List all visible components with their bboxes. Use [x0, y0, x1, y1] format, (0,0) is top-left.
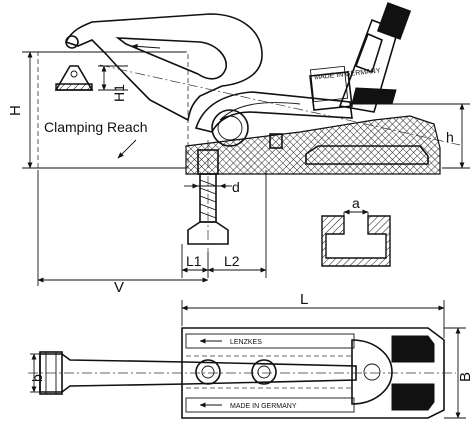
dim-L2: L2	[224, 253, 240, 269]
arm-tip-detail	[54, 65, 94, 91]
dim-H1: H1	[111, 84, 127, 102]
t-bolt	[187, 140, 229, 252]
clamping-reach-envelope	[37, 51, 189, 169]
top-plate-origin: MADE IN GERMANY	[230, 403, 297, 410]
arm-direction-arrow	[131, 43, 161, 49]
dim-L: L	[300, 291, 308, 308]
dim-B: B	[457, 372, 471, 382]
handle	[309, 2, 412, 113]
t-slot-profile	[321, 215, 391, 267]
clamping-reach-label: Clamping Reach	[44, 119, 148, 135]
side-plate-line-1: MADE IN GERMANY	[314, 68, 381, 82]
top-plate-brand: LENZKES	[230, 339, 262, 346]
dim-a: a	[352, 195, 360, 211]
dim-h: h	[446, 129, 454, 145]
dim-V: V	[114, 279, 124, 296]
toggle-link	[194, 91, 353, 133]
top-dimensions: L b B	[29, 291, 471, 419]
dim-H: H	[7, 105, 24, 116]
side-dimensions: H H1 h Clamping Reach d a L1 L2	[7, 51, 470, 296]
base-body	[185, 109, 441, 175]
side-view: MADE IN GERMANY	[37, 2, 461, 267]
clamping-arm	[64, 13, 263, 122]
dim-b: b	[29, 374, 45, 382]
dim-L1: L1	[186, 253, 202, 269]
top-view: LENZKES MADE IN GERMANY	[28, 327, 456, 419]
dim-d: d	[232, 179, 240, 195]
